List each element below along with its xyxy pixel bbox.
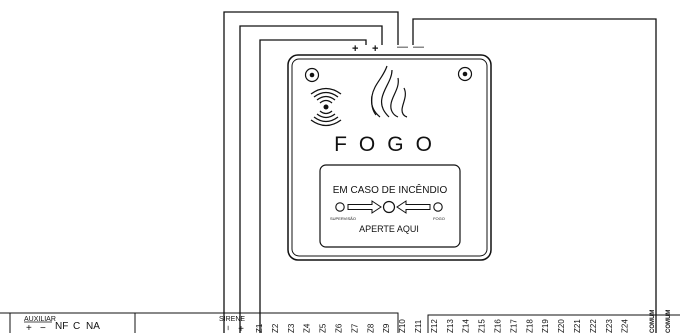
terminal-minus-1: — [397, 41, 408, 53]
zone-labels: Z1 Z2 Z3 Z4 Z5 Z6 Z7 Z8 Z9 Z10 Z11 Z12 Z13 Z14 Z15 Z16 Z… [255, 319, 630, 333]
panel-title: EM CASO DE INCÊNDIO [333, 183, 448, 196]
zone-terminal-label: Z17 [509, 319, 518, 333]
auxiliar-nf: NF [55, 321, 68, 332]
terminal-strip: AUXILIAR + − NF C NA SIRENE − + Z1 Z2 Z3 Z4… [0, 310, 680, 333]
zone-terminal-label: Z1 [255, 323, 264, 333]
auxiliar-plus: + [26, 323, 32, 333]
wireless-icon [310, 87, 342, 127]
comum-labels: COMUM COMUM [650, 310, 672, 333]
wire-1 [223, 11, 399, 333]
sirene-plus: + [238, 324, 244, 333]
supervision-led [335, 202, 345, 212]
zone-terminal-label: Z20 [557, 319, 566, 333]
zone-terminal-label: Z13 [446, 319, 455, 333]
wires [223, 11, 657, 333]
screw-icon [304, 67, 320, 83]
sirene-title: SIRENE [219, 316, 245, 323]
wire-2 [239, 25, 383, 333]
auxiliar-title: AUXILIAR [24, 316, 56, 323]
flame-icon [370, 65, 408, 118]
wire-3 [259, 39, 367, 333]
zone-terminal-label: Z15 [478, 319, 487, 333]
zone-terminal-label: Z2 [271, 323, 280, 333]
zone-terminal-label: Z24 [621, 319, 630, 333]
zone-terminal-label: Z18 [525, 319, 534, 333]
auxiliar-na: NA [86, 321, 100, 332]
screw-icon [457, 66, 473, 82]
button-label: APERTE AQUI [359, 224, 419, 234]
wire-4 [412, 18, 657, 333]
zone-terminal-label: Z16 [494, 319, 503, 333]
terminal-plus-1: + [352, 43, 358, 55]
auxiliar-c: C [73, 321, 80, 332]
strip-border [427, 314, 680, 333]
zone-terminal-label: Z8 [366, 323, 375, 333]
auxiliar-minus: − [40, 323, 46, 333]
terminal-plus-2: + [372, 43, 378, 55]
zone-terminal-label: Z7 [350, 323, 359, 333]
comum-terminal-label: COMUM [650, 310, 656, 333]
zone-terminal-label: Z5 [319, 323, 328, 333]
arrow-left-icon [396, 200, 431, 214]
device-label-fogo: FOGO [334, 133, 444, 156]
fire-alarm-device: FOGO EM CASO DE INCÊNDIO SUPERVISÃO FOGO… [287, 54, 492, 261]
zone-terminal-label: Z9 [382, 323, 391, 333]
zone-terminal-label: Z19 [541, 319, 550, 333]
comum-terminal-label: COMUM [666, 310, 672, 333]
push-button[interactable] [382, 200, 396, 214]
zone-terminal-label: Z12 [430, 319, 439, 333]
sirene-minus: − [223, 325, 233, 330]
zone-terminal-label: Z6 [335, 323, 344, 333]
zone-terminal-label: Z10 [398, 319, 407, 333]
arrow-right-icon [347, 200, 382, 214]
zone-terminal-label: Z22 [589, 319, 598, 333]
zone-terminal-label: Z21 [573, 319, 582, 333]
strip-border [0, 312, 399, 333]
fire-indicator-label: FOGO [433, 216, 445, 221]
zone-terminal-label: Z23 [605, 319, 614, 333]
supervision-label: SUPERVISÃO [330, 216, 356, 221]
device-terminals: + + — — [352, 41, 424, 55]
zone-terminal-label: Z4 [303, 323, 312, 333]
fire-led [433, 202, 443, 212]
zone-terminal-label: Z3 [287, 323, 296, 333]
terminal-minus-2: — [413, 41, 424, 53]
zone-terminal-label: Z11 [414, 319, 423, 333]
zone-terminal-label: Z14 [462, 319, 471, 333]
